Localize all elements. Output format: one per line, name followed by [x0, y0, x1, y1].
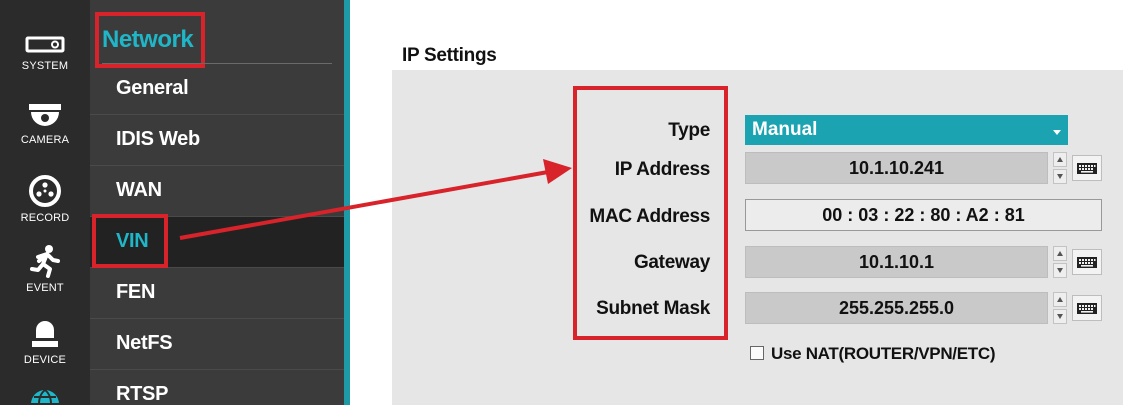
- highlight-box-vin: [92, 214, 168, 268]
- menu-item-wan[interactable]: WAN: [90, 166, 344, 217]
- spin-up-icon[interactable]: [1053, 246, 1067, 261]
- gateway-stepper: [1053, 246, 1067, 278]
- highlight-box-labels: [573, 86, 728, 340]
- rail-item-system[interactable]: SYSTEM: [0, 34, 90, 72]
- menu-item-label: WAN: [116, 179, 162, 201]
- menu-title-divider: [102, 63, 332, 64]
- rail-item-device[interactable]: DEVICE: [0, 318, 90, 366]
- menu-item-general[interactable]: General: [90, 64, 344, 115]
- event-icon: [30, 245, 60, 278]
- rail-label-record: RECORD: [20, 212, 70, 224]
- panel-divider: [344, 0, 350, 405]
- rail-label-device: DEVICE: [23, 354, 67, 366]
- spin-down-icon[interactable]: [1053, 309, 1067, 324]
- menu-item-label: VIN: [116, 230, 149, 252]
- keyboard-button-ip[interactable]: [1072, 155, 1102, 181]
- use-nat-label: Use NAT(ROUTER/VPN/ETC): [771, 344, 996, 363]
- menu-item-fen[interactable]: FEN: [90, 268, 344, 319]
- spin-down-icon[interactable]: [1053, 169, 1067, 184]
- camera-icon: [29, 104, 61, 126]
- keyboard-button-gateway[interactable]: [1072, 249, 1102, 275]
- menu-item-netfs[interactable]: NetFS: [90, 319, 344, 370]
- menu-item-idis-web[interactable]: IDIS Web: [90, 115, 344, 166]
- keyboard-icon: [1077, 257, 1097, 268]
- device-icon: [32, 321, 58, 347]
- spin-up-icon[interactable]: [1053, 292, 1067, 307]
- subnet-mask-stepper: [1053, 292, 1067, 324]
- subnet-mask-label: Subnet Mask: [596, 298, 710, 319]
- subnet-mask-field[interactable]: 255.255.255.0: [745, 292, 1048, 324]
- keyboard-button-subnet[interactable]: [1072, 295, 1102, 321]
- menu-item-label: IDIS Web: [116, 128, 200, 150]
- menu-item-label: RTSP: [116, 383, 169, 405]
- spin-up-icon[interactable]: [1053, 152, 1067, 167]
- type-select-value: Manual: [752, 119, 818, 140]
- menu-item-label: FEN: [116, 281, 156, 303]
- mac-address-label: MAC Address: [589, 206, 710, 227]
- rail-label-system: SYSTEM: [21, 60, 69, 72]
- section-title: IP Settings: [402, 45, 497, 66]
- network-menu: Network General IDIS Web WAN VIN FEN Net…: [90, 0, 344, 405]
- keyboard-icon: [1077, 163, 1097, 174]
- network-globe-icon: [31, 389, 59, 405]
- use-nat-checkbox[interactable]: [750, 346, 764, 360]
- category-rail: SYSTEM CAMERA RECORD EVENT DEVICE: [0, 0, 90, 405]
- menu-item-label: General: [116, 77, 189, 99]
- use-nat-option[interactable]: Use NAT(ROUTER/VPN/ETC): [750, 344, 995, 364]
- type-label: Type: [668, 120, 710, 141]
- menu-title: Network: [102, 26, 194, 53]
- highlight-box-title: [95, 12, 205, 68]
- rail-item-network[interactable]: [0, 388, 90, 405]
- ip-address-label: IP Address: [614, 159, 711, 180]
- ip-address-field[interactable]: 10.1.10.241: [745, 152, 1048, 184]
- ip-address-stepper: [1053, 152, 1067, 184]
- record-icon: [29, 175, 61, 207]
- rail-label-event: EVENT: [26, 282, 64, 294]
- type-select[interactable]: Manual: [745, 115, 1068, 145]
- rail-label-camera: CAMERA: [20, 134, 70, 146]
- dropdown-caret-icon: [1053, 130, 1061, 135]
- menu-item-label: NetFS: [116, 332, 173, 354]
- mac-address-field: 00 : 03 : 22 : 80 : A2 : 81: [745, 199, 1102, 231]
- spin-down-icon[interactable]: [1053, 263, 1067, 278]
- keyboard-icon: [1077, 303, 1097, 314]
- gateway-label: Gateway: [633, 252, 710, 273]
- rail-item-camera[interactable]: CAMERA: [0, 102, 90, 146]
- system-icon: [25, 36, 65, 53]
- menu-item-rtsp[interactable]: RTSP: [90, 370, 344, 405]
- gateway-field[interactable]: 10.1.10.1: [745, 246, 1048, 278]
- rail-item-record[interactable]: RECORD: [0, 174, 90, 224]
- rail-item-event[interactable]: EVENT: [0, 244, 90, 294]
